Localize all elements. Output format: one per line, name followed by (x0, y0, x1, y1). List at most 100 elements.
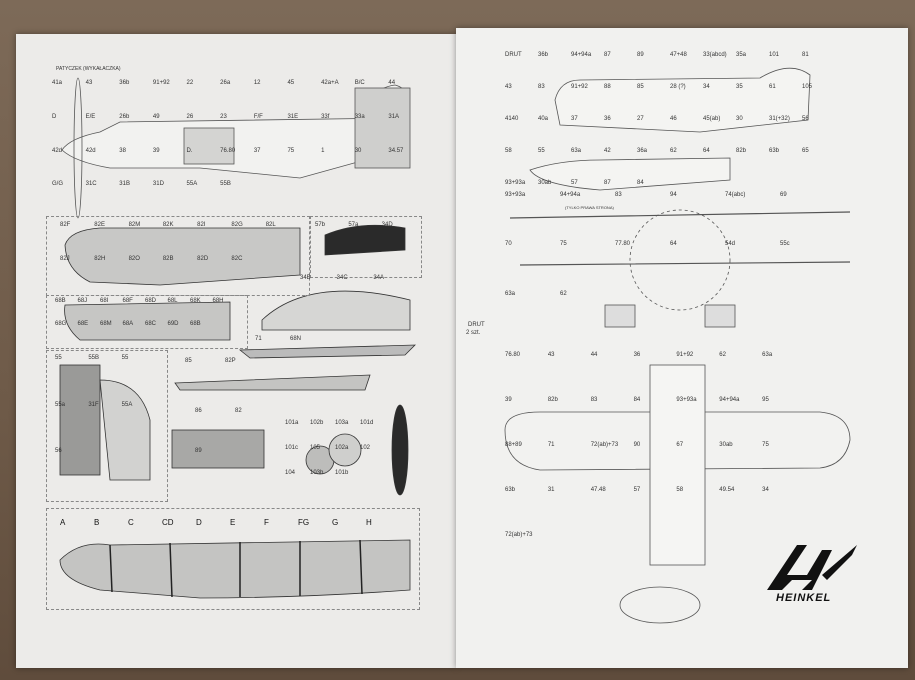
wire-count-note: 2 szt. (466, 330, 481, 336)
panel-tail (46, 350, 168, 502)
part-label: 55A (121, 401, 133, 408)
part-label: 68C (145, 321, 157, 327)
tailplane-plan (619, 586, 701, 624)
part-label: 22 (186, 80, 194, 86)
fuselage-skin-part (64, 227, 301, 286)
part-label: 28 (?) (670, 84, 686, 90)
part-label: 34 (762, 487, 769, 493)
part-label: 86 (195, 408, 202, 414)
part-label: D (196, 518, 202, 527)
part-label: 63b (769, 148, 780, 154)
part-label: 62 (670, 148, 677, 154)
part-label: 95 (762, 397, 769, 403)
front-view-wings (509, 211, 851, 266)
part-label: 83 (538, 84, 545, 90)
part-label: 34A (373, 275, 385, 281)
part-label: 88 (604, 84, 611, 90)
part-label: 34 (703, 84, 710, 90)
engine-cylinder-part (328, 433, 362, 467)
part-label: 68E (77, 321, 89, 327)
part-label: D. (186, 147, 193, 154)
part-label: 101a (285, 420, 299, 426)
part-label: 1 (321, 147, 325, 154)
part-label: 58 (676, 487, 684, 493)
part-label: 94 (670, 192, 677, 198)
part-label: 31(+32) (769, 116, 790, 122)
part-label: 75 (762, 442, 769, 448)
float-front-right (704, 304, 736, 328)
part-label: 101d (360, 420, 374, 426)
part-label: 68B (55, 298, 66, 304)
part-label: 36b (538, 52, 549, 58)
part-label: 39 (152, 147, 160, 154)
part-label: 76.80 (505, 352, 521, 358)
part-label: 57b (315, 222, 326, 228)
part-label: 69 (780, 192, 787, 198)
part-label: B/C (354, 80, 365, 86)
part-label: 68F (122, 298, 133, 304)
part-label: 26a (220, 80, 231, 86)
part-label: 82 (235, 408, 242, 414)
part-label: 82O (128, 256, 140, 262)
part-label: 55 (55, 355, 62, 361)
part-label: 102b (310, 420, 324, 426)
part-label: 49 (152, 113, 160, 120)
part-label: 55A (186, 181, 198, 188)
part-label: 89 (637, 52, 644, 58)
part-label: 30 (736, 116, 743, 122)
part-label: 40a (538, 116, 549, 122)
lower-panel-part (64, 301, 231, 341)
part-label: 42a+A (321, 80, 339, 86)
part-label: 26 (186, 113, 194, 120)
part-label: 105 (802, 84, 813, 90)
part-label: 42 (604, 148, 611, 154)
part-label: 44 (388, 80, 396, 86)
part-label: 43 (547, 352, 555, 358)
panel-cowl (310, 216, 422, 278)
part-label: 34.57 (388, 147, 404, 154)
part-label: 34D (381, 222, 393, 228)
part-label: 71 (547, 442, 555, 448)
panel-lower (46, 295, 248, 349)
part-label: 38 (119, 147, 126, 154)
part-label: 94+94a (560, 192, 581, 198)
tail-part (59, 364, 101, 476)
rudder-part (99, 379, 151, 481)
part-label: 33f (321, 113, 330, 120)
part-label: 36 (604, 116, 611, 122)
part-label: 63a (571, 148, 582, 154)
propeller-disc (629, 209, 731, 311)
part-label: 34B (300, 275, 311, 281)
part-label: 30 (354, 147, 362, 154)
part-label: 27 (637, 116, 644, 122)
part-label: 35a (736, 52, 747, 58)
part-label: 67 (676, 442, 684, 448)
part-label: 64 (703, 148, 710, 154)
part-label: 30ab (719, 442, 733, 448)
part-label: 63b (505, 487, 516, 493)
part-label: 75 (287, 147, 295, 154)
part-label: 102 (360, 445, 371, 451)
part-label: 46 (670, 116, 677, 122)
part-label: 101c (285, 445, 299, 451)
part-label: 47+48 (670, 52, 687, 58)
part-label: 31C (85, 181, 97, 188)
propeller-side (73, 77, 83, 219)
part-label: 82G (231, 222, 243, 228)
part-label: 55 (121, 355, 129, 361)
float-front-left (604, 304, 636, 328)
part-label: 91+92 (676, 352, 694, 358)
part-label: 63a (762, 352, 773, 358)
part-label: 82H (94, 256, 106, 262)
part-label: 30ab (538, 180, 552, 186)
part-label: 34C (336, 275, 348, 281)
part-label: 43 (505, 84, 512, 90)
part-label: 70 (505, 241, 512, 248)
part-label: 75 (560, 241, 567, 248)
part-label: 61 (769, 84, 776, 90)
part-label: 83 (615, 192, 622, 198)
part-label: 49.54 (719, 487, 735, 493)
part-label: 91+92 (571, 84, 588, 90)
part-label: 57a (348, 222, 359, 228)
part-label: F (264, 518, 269, 527)
